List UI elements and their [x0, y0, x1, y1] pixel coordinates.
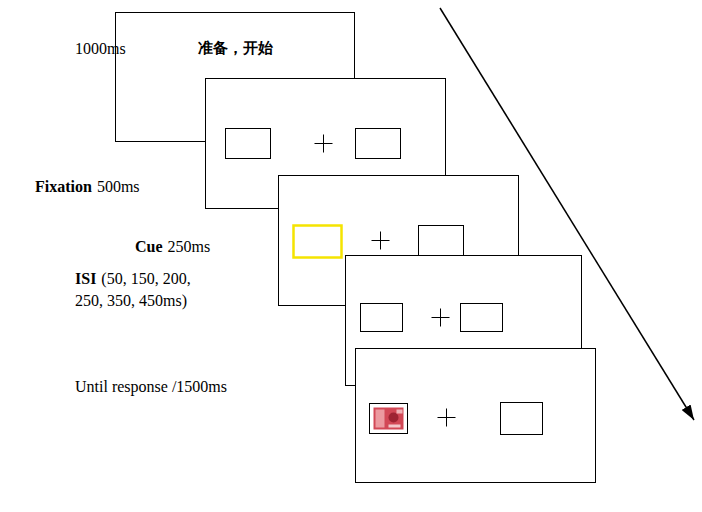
- timing-label: Until response /1500ms: [75, 376, 227, 398]
- phase-name: Fixation: [35, 178, 92, 195]
- phase-name: ISI: [75, 270, 96, 287]
- duration-text: Until response /1500ms: [75, 378, 227, 395]
- timing-label: ISI(50, 150, 200, 250, 350, 450ms): [75, 268, 215, 311]
- banknote-picture: [374, 408, 404, 430]
- cue-box: [294, 226, 342, 258]
- duration-text: 250ms: [168, 238, 211, 255]
- time-arrow: [440, 8, 694, 420]
- timing-label: Fixation 500ms: [35, 176, 140, 198]
- timing-label: Cue 250ms: [135, 236, 210, 258]
- screen-text: 准备，开始: [116, 39, 354, 57]
- phase-name: Cue: [135, 238, 163, 255]
- timing-label: 1000ms: [75, 38, 126, 60]
- duration-text: 1000ms: [75, 40, 126, 57]
- duration-text: 500ms: [97, 178, 140, 195]
- screen-frame: [356, 349, 596, 483]
